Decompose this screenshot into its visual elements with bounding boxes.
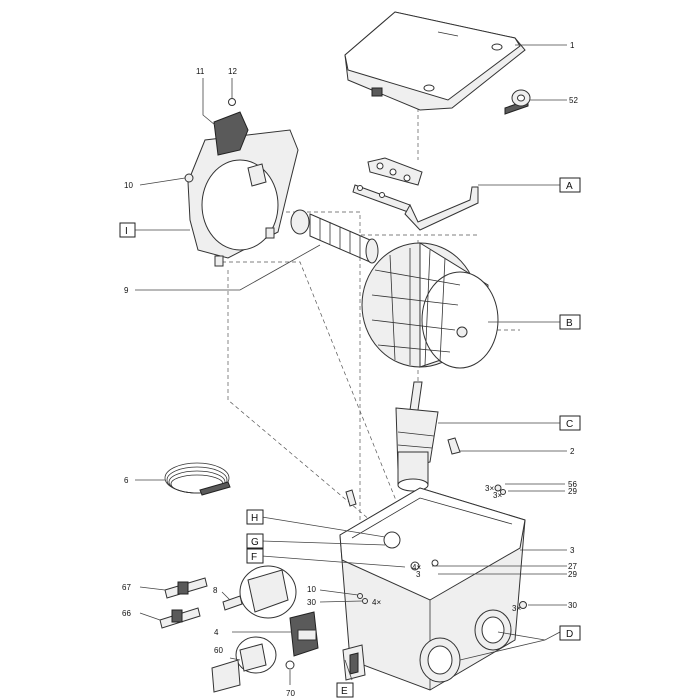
tape-roll-part <box>504 89 531 115</box>
quantity-label: 3× <box>485 484 494 493</box>
part-number-labels: 1 52 11 12 10 9 6 2 56 29 3 27 29 10 30 … <box>122 41 578 698</box>
part-number: 4 <box>214 628 219 637</box>
part-number: 10 <box>307 585 316 594</box>
group-letter-labels: A B C D E F G H I <box>125 181 573 697</box>
control-unit-part <box>211 565 319 693</box>
group-label-e: E <box>341 686 348 697</box>
part-number: 30 <box>307 598 316 607</box>
group-label-d: D <box>566 629 573 640</box>
quantity-label: 3 <box>416 570 421 579</box>
uvc-tube-assembly <box>395 381 439 492</box>
part-number: 2 <box>570 447 575 456</box>
group-label-c: C <box>566 419 573 430</box>
part-number: 30 <box>568 601 577 610</box>
part-number: 8 <box>213 586 218 595</box>
part-number: 70 <box>286 689 295 698</box>
fasteners-part <box>345 484 527 609</box>
part-number: 67 <box>122 583 131 592</box>
part-number: 3 <box>570 546 575 555</box>
part-number: 60 <box>214 646 223 655</box>
group-label-g: G <box>251 537 259 548</box>
part-number: 29 <box>568 570 577 579</box>
back-plate-assembly <box>184 98 299 267</box>
filter-housing-part <box>339 487 526 691</box>
part-number: 66 <box>122 609 131 618</box>
part-number: 52 <box>569 96 578 105</box>
part-number: 12 <box>228 67 237 76</box>
uv-bar-assembly <box>352 157 479 231</box>
group-label-h: H <box>251 513 258 524</box>
part-number: 11 <box>196 67 205 76</box>
part-number: 27 <box>568 562 577 571</box>
hose-coil-part <box>164 462 231 496</box>
quantity-label: 3× <box>493 491 502 500</box>
clip-part <box>447 437 461 455</box>
leader-lines <box>135 44 567 685</box>
part-number: 56 <box>568 480 577 489</box>
part-number: 10 <box>124 181 133 190</box>
part-number: 9 <box>124 286 129 295</box>
quantity-label: 3× <box>512 604 521 613</box>
lid-part <box>344 11 526 111</box>
group-label-f: F <box>251 552 257 563</box>
quantity-label: 4× <box>412 563 421 572</box>
quantity-labels: 3× 3× 4× 3 4× 3× <box>372 484 521 613</box>
group-label-b: B <box>566 318 573 329</box>
drum-filter-assembly <box>361 242 499 369</box>
part-number: 6 <box>124 476 129 485</box>
group-label-a: A <box>566 181 573 192</box>
drain-valve-assembly <box>342 644 366 681</box>
connectors-part <box>159 577 243 629</box>
part-number: 1 <box>570 41 575 50</box>
part-number: 29 <box>568 487 577 496</box>
filter-cartridge-part <box>290 209 379 264</box>
group-label-boxes <box>119 177 581 698</box>
group-label-i: I <box>125 226 128 237</box>
quantity-label: 4× <box>372 598 381 607</box>
